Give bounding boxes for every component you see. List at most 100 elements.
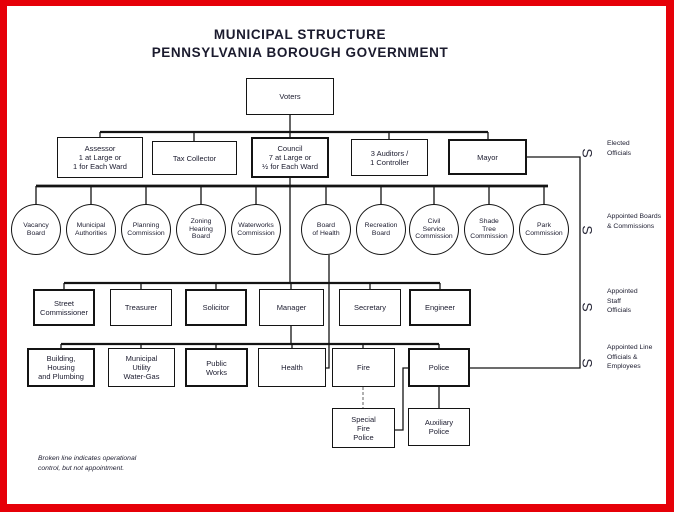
box-building-housing-plumbing: Building, Housing and Plumbing: [27, 348, 95, 387]
label-line: Board: [316, 221, 336, 229]
legend-line: Officials: [607, 307, 632, 314]
legend-line: & Commissions: [607, 222, 655, 230]
label-line: Manager: [276, 303, 307, 312]
title-line1: MUNICIPAL STRUCTURE: [213, 27, 387, 42]
broken-line-note: Broken line indicates operational contro…: [38, 454, 136, 473]
circle-vacancy-board: Vacancy Board: [11, 204, 61, 255]
label-line: Treasurer: [124, 303, 158, 312]
legend-line: Appointed Boards: [607, 213, 662, 220]
box-police: Police: [408, 348, 470, 387]
label-line: Commissioner: [40, 307, 88, 317]
label-line: Park: [537, 221, 551, 229]
label-line: Vacancy: [23, 221, 49, 229]
label-line: Council: [277, 144, 303, 153]
page-title: MUNICIPAL STRUCTURE PENNSYLVANIA BOROUGH…: [0, 26, 600, 62]
label-line: Mayor: [477, 152, 498, 162]
note-line: Broken line indicates operational: [38, 455, 137, 462]
label-line: Works: [205, 367, 228, 377]
label-line: 1 Controller: [370, 157, 409, 167]
label-line: Tree: [482, 225, 496, 233]
circle-civil-service-commission: Civil Service Commission: [409, 204, 459, 255]
legend-line: Appointed Line: [607, 344, 653, 351]
label-line: Utility: [132, 363, 151, 372]
label-line: Secretary: [353, 303, 387, 312]
label-line: Civil: [427, 218, 441, 226]
group-brace-icon: S: [579, 225, 596, 235]
box-solicitor: Solicitor: [185, 289, 247, 326]
circle-municipal-authorities: Municipal Authorities: [66, 204, 116, 255]
box-auditors-controller: 3 Auditors / 1 Controller: [351, 139, 428, 176]
label-line: Municipal: [125, 354, 158, 363]
title-line2: PENNSYLVANIA BOROUGH GOVERNMENT: [151, 45, 449, 60]
label-line: Authorities: [74, 229, 108, 237]
legend-line: Staff: [607, 297, 621, 305]
label-line: Building,: [46, 354, 76, 363]
label-line: Street: [53, 298, 74, 308]
label-line: Hearing: [189, 225, 213, 233]
box-auxiliary-police: Auxiliary Police: [408, 408, 470, 446]
label-line: Police: [353, 432, 374, 442]
label-line: Health: [281, 363, 303, 372]
label-line: Fire: [357, 423, 370, 433]
label-line: and Plumbing: [38, 372, 84, 381]
box-health: Health: [258, 348, 326, 387]
circle-recreation-board: Recreation Board: [356, 204, 406, 255]
label-line: Shade: [479, 218, 499, 226]
box-manager: Manager: [259, 289, 324, 326]
group-brace-icon: S: [579, 358, 596, 368]
label-line: Commission: [127, 229, 165, 237]
box-tax-collector: Tax Collector: [152, 141, 237, 175]
label-line: Tax Collector: [172, 153, 217, 163]
box-special-fire-police: Special Fire Police: [332, 408, 395, 448]
label-line: 1 for Each Ward: [73, 162, 127, 171]
label-line: Engineer: [424, 303, 456, 312]
label-line: 3 Auditors /: [370, 148, 409, 158]
circle-waterworks-commission: Waterworks Commission: [231, 204, 281, 255]
label-line: Police: [428, 427, 450, 436]
label-line: Municipal: [76, 221, 106, 229]
legend-line: Officials &: [607, 353, 638, 361]
label-line: Zoning: [190, 218, 212, 226]
legend-line: Officials: [607, 149, 632, 157]
label-line: Public: [206, 358, 227, 368]
legend-line: Elected: [607, 140, 630, 147]
group-brace-icon: S: [579, 148, 596, 158]
label-line: 7 at Large or: [268, 153, 312, 162]
label-line: Solicitor: [202, 303, 230, 312]
box-engineer: Engineer: [409, 289, 471, 326]
legend-line: Employees: [607, 363, 641, 370]
circle-zoning-hearing-board: Zoning Hearing Board: [176, 204, 226, 255]
label-line: Board: [26, 229, 46, 237]
label-line: 1 at Large or: [78, 153, 122, 162]
legend-appointed-boards: Appointed Boards & Commissions: [607, 212, 661, 231]
circle-park-commission: Park Commission: [519, 204, 569, 255]
circle-planning-commission: Planning Commission: [121, 204, 171, 255]
label-line: Auxiliary: [424, 418, 454, 427]
label-line: Police: [428, 363, 450, 372]
box-public-works: Public Works: [185, 348, 248, 387]
label-line: Commission: [525, 229, 563, 237]
label-line: of Health: [312, 229, 340, 237]
legend-elected-officials: Elected Officials: [607, 139, 631, 158]
label-line: Board: [191, 233, 211, 241]
label-line: Assessor: [84, 144, 116, 153]
label-line: Commission: [470, 233, 508, 241]
box-treasurer: Treasurer: [110, 289, 172, 326]
circle-board-of-health: Board of Health: [301, 204, 351, 255]
box-secretary: Secretary: [339, 289, 401, 326]
label-line: Water-Gas: [123, 372, 160, 381]
label-line: Housing: [47, 363, 75, 372]
label-line: Voters: [279, 92, 301, 101]
label-line: Fire: [357, 363, 370, 372]
label-line: Special: [351, 414, 376, 424]
label-line: Planning: [132, 221, 160, 229]
label-line: Commission: [415, 233, 453, 241]
label-line: ½ for Each Ward: [262, 162, 318, 171]
legend-appointed-line: Appointed Line Officials & Employees: [607, 343, 652, 372]
note-line: control, but not appointment.: [38, 464, 125, 472]
legend-line: Appointed: [607, 288, 638, 295]
label-line: Waterworks: [238, 221, 274, 229]
box-municipal-utility: Municipal Utility Water-Gas: [108, 348, 175, 387]
